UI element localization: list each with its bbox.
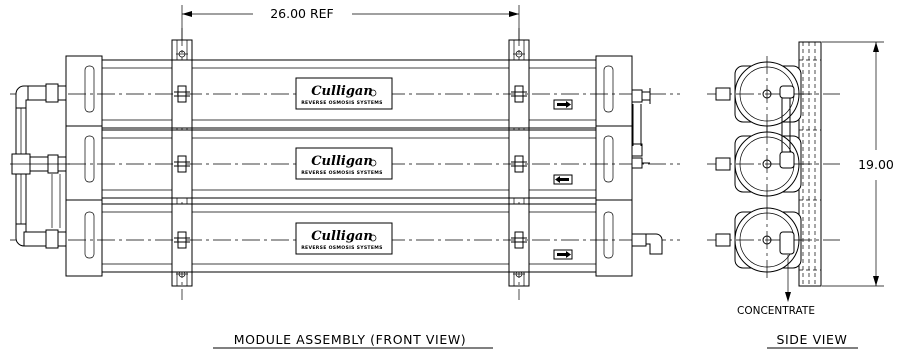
brand-subtitle: REVERSE OSMOSIS SYSTEMS — [301, 100, 383, 106]
brand-subtitle: REVERSE OSMOSIS SYSTEMS — [301, 170, 383, 176]
flow-arrow-icon — [553, 174, 573, 185]
dimension-height: 19.00 — [822, 41, 894, 287]
registered-mark-icon — [369, 159, 377, 167]
bolt-icon — [174, 155, 527, 173]
left-manifold — [11, 83, 70, 249]
brand-name: Culligan — [311, 229, 373, 244]
pressure-vessel-3: Culligan REVERSE OSMOSIS SYSTEMS — [10, 199, 680, 277]
side-view: 19.00 CONCENTRATE — [707, 41, 894, 317]
culligan-label-1: Culligan REVERSE OSMOSIS SYSTEMS — [295, 77, 393, 110]
brand-name: Culligan — [311, 154, 373, 169]
flow-arrow-icon — [553, 99, 573, 110]
registered-mark-icon — [369, 89, 377, 97]
elbow-fitting-icon — [631, 233, 663, 255]
pressure-vessel-1: Culligan REVERSE OSMOSIS SYSTEMS — [10, 55, 680, 133]
bolt-icon — [174, 231, 527, 249]
concentrate-label: CONCENTRATE — [737, 305, 815, 317]
brand-subtitle: REVERSE OSMOSIS SYSTEMS — [301, 245, 383, 251]
end-cap-3 — [707, 202, 840, 278]
pressure-vessel-2: Culligan REVERSE OSMOSIS SYSTEMS — [10, 125, 680, 203]
concentrate-leader: CONCENTRATE — [737, 255, 815, 317]
end-cap-1 — [707, 56, 840, 132]
end-cap-2 — [707, 126, 840, 202]
bolt-icon — [174, 85, 527, 103]
height-dimension-text: 19.00 — [858, 157, 894, 172]
culligan-label-3: Culligan REVERSE OSMOSIS SYSTEMS — [295, 222, 393, 255]
side-view-caption: SIDE VIEW — [776, 332, 847, 347]
flow-arrow-icon — [553, 249, 573, 260]
brand-name: Culligan — [311, 84, 373, 99]
right-interconnect — [632, 104, 642, 146]
elbow-fitting-icon — [631, 143, 650, 169]
registered-mark-icon — [369, 234, 377, 242]
dimension-length: 26.00 REF — [181, 5, 520, 40]
culligan-label-2: Culligan REVERSE OSMOSIS SYSTEMS — [295, 147, 393, 180]
length-dimension-text: 26.00 REF — [270, 6, 334, 21]
elbow-fitting-icon — [631, 88, 651, 104]
front-view: 26.00 REF — [10, 5, 680, 300]
front-view-caption: MODULE ASSEMBLY (FRONT VIEW) — [234, 332, 467, 347]
